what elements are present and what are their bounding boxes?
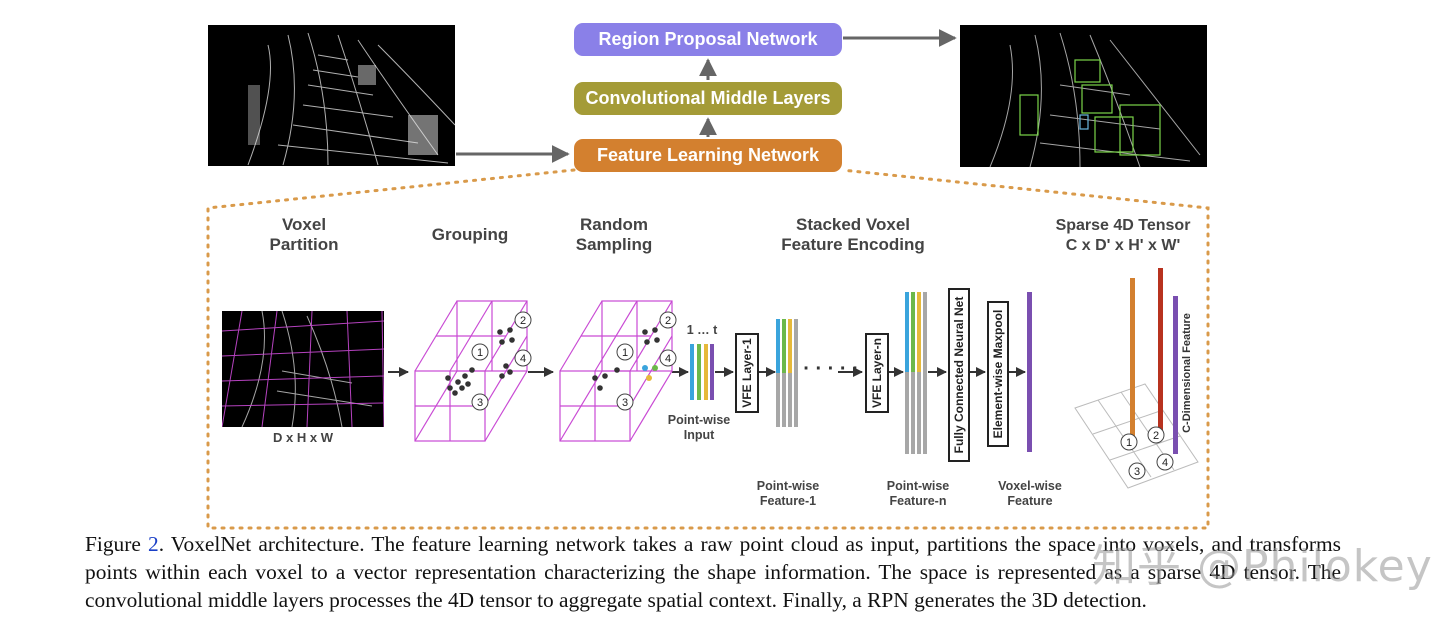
- ellipsis-dots: · · · · ·: [803, 358, 859, 380]
- vfe-layer-n-box: VFE Layer-n: [865, 333, 889, 413]
- voxel-partition-image: [222, 311, 384, 427]
- rpn-box: Region Proposal Network: [574, 23, 842, 56]
- pointwise-feature-1-bars: [776, 319, 798, 427]
- figure-caption: Figure 2. VoxelNet architecture. The fea…: [85, 532, 1342, 612]
- one-to-t-label: 1 … t: [686, 323, 718, 337]
- output-detection-image: [960, 25, 1207, 167]
- grouping-marker-2: 2: [520, 315, 526, 327]
- grouping-marker-4: 4: [520, 353, 526, 365]
- vfe-layer-1-label: VFE Layer-1: [740, 338, 754, 408]
- c-dimensional-feature-label: C-Dimensional Feature: [1181, 313, 1193, 433]
- voxelwise-feature-bar: [1027, 292, 1032, 452]
- grouping-cube: 2 1 4 3: [414, 300, 532, 442]
- feature-learning-network-box: Feature Learning Network: [574, 139, 842, 172]
- sampling-cube: 2 1 4 3: [559, 300, 677, 442]
- c-dimensional-feature-box: C-Dimensional Feature: [1178, 305, 1196, 441]
- detection-graphic: [989, 32, 1201, 167]
- maxpool-box: Element-wise Maxpool: [987, 301, 1009, 447]
- watermark: 知乎 @Philokey: [1092, 541, 1433, 592]
- grouping-title: Grouping: [431, 225, 509, 244]
- figure-number-link[interactable]: 2: [148, 532, 159, 556]
- grouping-marker-1: 1: [477, 347, 483, 359]
- fcn-label: Fully Connected Neural Net: [952, 296, 966, 454]
- sampling-marker-2: 2: [665, 315, 671, 327]
- dims-label: D x H x W: [273, 430, 333, 445]
- sampling-marker-3: 3: [622, 397, 628, 409]
- tensor-marker-4: 4: [1162, 457, 1168, 469]
- tensor-marker-3: 3: [1134, 466, 1140, 478]
- tensor-marker-2: 2: [1153, 430, 1159, 442]
- grouping-marker-3: 3: [477, 397, 483, 409]
- vfe-layer-1-box: VFE Layer-1: [735, 333, 759, 413]
- vfe-layer-n-label: VFE Layer-n: [870, 337, 884, 409]
- maxpool-label: Element-wise Maxpool: [991, 309, 1005, 439]
- conv-middle-layers-box: Convolutional Middle Layers: [574, 82, 842, 115]
- sparse-tensor-graphic: 1 2 3 4: [1074, 268, 1199, 489]
- pointwise-feature-n-bars: [905, 292, 927, 454]
- sampling-marker-4: 4: [665, 353, 671, 365]
- point-cloud-graphic: [247, 32, 455, 166]
- pointwise-input-bars: [690, 344, 714, 400]
- sampling-marker-1: 1: [622, 347, 628, 359]
- input-point-cloud-image: [208, 25, 455, 166]
- voxel-grid-graphic: [222, 311, 384, 427]
- fcn-box: Fully Connected Neural Net: [948, 288, 970, 462]
- tensor-marker-1: 1: [1126, 437, 1132, 449]
